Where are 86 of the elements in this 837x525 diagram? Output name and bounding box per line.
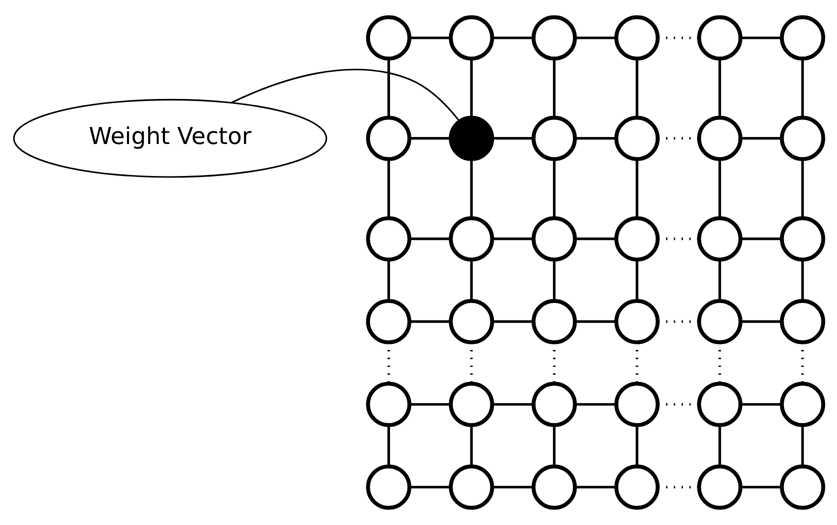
node-circle <box>614 298 660 344</box>
connector <box>718 159 722 218</box>
connector <box>387 425 390 466</box>
connector <box>552 159 556 218</box>
node-circle <box>532 382 577 427</box>
node-circle <box>697 382 742 427</box>
node-circle <box>532 298 577 344</box>
node-circle <box>697 15 742 60</box>
connector <box>576 36 616 40</box>
node-circle <box>448 464 494 510</box>
connector <box>470 260 473 301</box>
connector <box>492 137 534 140</box>
connector <box>718 260 722 301</box>
node-ellipse: Weight Vector <box>13 98 328 178</box>
connector <box>409 137 451 140</box>
connector <box>576 403 616 406</box>
connector <box>230 68 460 122</box>
node-circle <box>780 298 826 344</box>
connector <box>552 58 556 118</box>
connector <box>387 159 390 218</box>
connector <box>409 238 451 240</box>
connector <box>801 159 804 218</box>
connector <box>636 425 638 466</box>
connector <box>801 425 804 466</box>
node-circle <box>614 15 660 60</box>
node-circle <box>697 116 742 161</box>
node-circle <box>614 116 660 161</box>
node-circle <box>697 216 742 262</box>
connector <box>552 425 556 466</box>
node-circle <box>697 298 742 344</box>
connector <box>741 137 782 140</box>
node-circle <box>366 216 412 262</box>
connector <box>409 486 451 488</box>
node-circle <box>532 464 577 510</box>
node-circle <box>780 382 826 427</box>
connector <box>741 36 782 40</box>
node-circle <box>780 464 826 510</box>
node-circle <box>448 382 494 427</box>
node-circle <box>366 382 412 427</box>
connector <box>409 403 451 406</box>
connector <box>470 425 473 466</box>
connector <box>492 238 534 240</box>
node-circle <box>614 382 660 427</box>
connector <box>470 159 473 218</box>
node-circle <box>780 15 826 60</box>
connector <box>492 320 534 323</box>
node-circle <box>614 464 660 510</box>
node-circle <box>780 216 826 262</box>
connector <box>801 58 804 118</box>
connector <box>636 58 638 118</box>
connector <box>801 260 804 301</box>
node-circle <box>532 116 577 161</box>
connector <box>576 238 616 240</box>
connector <box>741 238 782 240</box>
node-circle <box>532 15 577 60</box>
connector <box>718 425 722 466</box>
connector <box>470 58 473 118</box>
connector <box>718 58 722 118</box>
connector <box>552 260 556 301</box>
connector <box>576 137 616 140</box>
node-circle <box>697 464 742 510</box>
connector <box>741 320 782 323</box>
node-circle <box>614 216 660 262</box>
connector <box>387 260 390 301</box>
connector <box>576 486 616 488</box>
connector <box>636 159 638 218</box>
node-circle <box>448 216 494 262</box>
node-circle <box>366 298 412 344</box>
connector <box>492 486 534 488</box>
connector <box>636 260 638 301</box>
connector <box>576 320 616 323</box>
node-circle <box>448 116 494 161</box>
node-circle <box>366 116 412 161</box>
connector <box>492 36 534 40</box>
node-circle <box>448 15 494 60</box>
connector <box>741 486 782 488</box>
connector <box>409 320 451 323</box>
connector <box>409 36 451 40</box>
node-circle <box>780 116 826 161</box>
connector <box>741 403 782 406</box>
connector <box>492 403 534 406</box>
connector <box>387 58 390 118</box>
node-circle <box>366 464 412 510</box>
node-circle <box>366 15 412 60</box>
node-circle <box>532 216 577 262</box>
node-circle <box>448 298 494 344</box>
